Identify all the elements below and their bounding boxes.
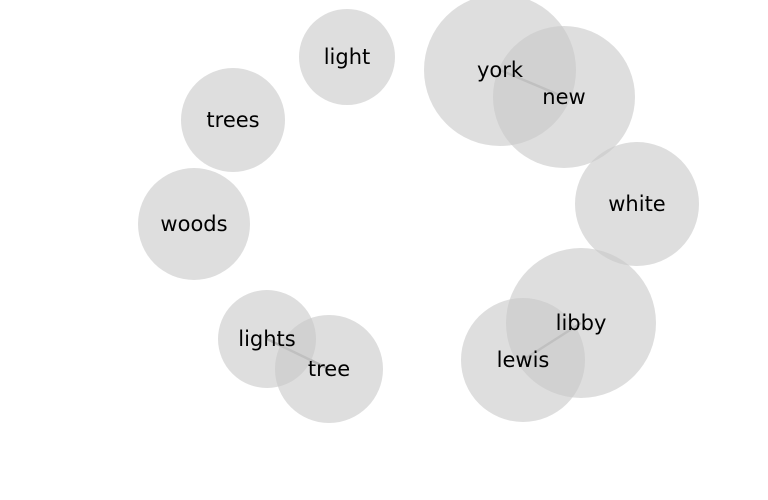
bubble-light (299, 9, 395, 105)
bubble-trees (181, 68, 285, 172)
label-white: white (608, 192, 665, 216)
label-woods: woods (160, 212, 227, 236)
bubble-woods (138, 168, 250, 280)
label-lewis: lewis (497, 348, 550, 372)
bubble-tree (275, 315, 383, 423)
bubble-lewis (461, 298, 585, 422)
label-libby: libby (556, 311, 607, 335)
label-new: new (542, 85, 585, 109)
label-light: light (324, 45, 371, 69)
label-tree: tree (308, 357, 350, 381)
label-trees: trees (206, 108, 259, 132)
bubbles-layer (138, 0, 699, 423)
bubble-white (575, 142, 699, 266)
bubble-new (493, 26, 635, 168)
label-lights: lights (238, 327, 295, 351)
label-york: york (477, 58, 524, 82)
